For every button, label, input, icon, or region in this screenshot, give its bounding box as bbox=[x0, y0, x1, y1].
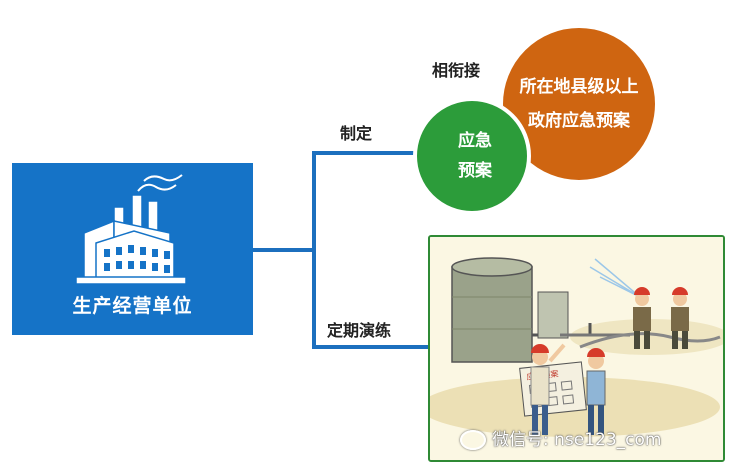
emergency-plan-board: 应急预案 bbox=[519, 361, 587, 417]
wechat-watermark: 微信号: nse123_com bbox=[460, 425, 661, 450]
storage-tank-icon bbox=[451, 257, 533, 363]
worker-icon bbox=[586, 348, 606, 435]
watermark-text: 微信号: nse123_com bbox=[492, 430, 662, 450]
worker-icon bbox=[530, 343, 566, 435]
connector-main-horizontal bbox=[253, 248, 315, 252]
unit-label: 生产经营单位 bbox=[72, 295, 193, 317]
unit-plan-line-1: 应急 bbox=[458, 131, 492, 151]
connector-top-branch bbox=[312, 151, 418, 155]
unit-plan-line-2: 预案 bbox=[458, 161, 492, 181]
production-unit-box: 生产经营单位 bbox=[12, 163, 253, 335]
unit-emergency-plan-circle: 应急 预案 bbox=[413, 97, 531, 215]
label-regular-drill: 定期演练 bbox=[327, 321, 392, 340]
label-link-up: 相衔接 bbox=[432, 61, 481, 80]
connector-bottom-branch bbox=[312, 345, 430, 349]
worker-icon bbox=[633, 287, 651, 349]
worker-icon bbox=[671, 287, 689, 349]
gov-plan-line-1: 所在地县级以上 bbox=[519, 77, 639, 97]
wechat-icon bbox=[460, 430, 486, 450]
connector-vertical bbox=[312, 151, 316, 349]
gov-plan-line-2: 政府应急预案 bbox=[528, 111, 630, 131]
drill-illustration: 应急预案 bbox=[428, 235, 725, 462]
label-formulate: 制定 bbox=[340, 124, 373, 143]
factory-icon bbox=[75, 174, 187, 285]
drill-scene-art: 应急预案 bbox=[430, 237, 723, 460]
